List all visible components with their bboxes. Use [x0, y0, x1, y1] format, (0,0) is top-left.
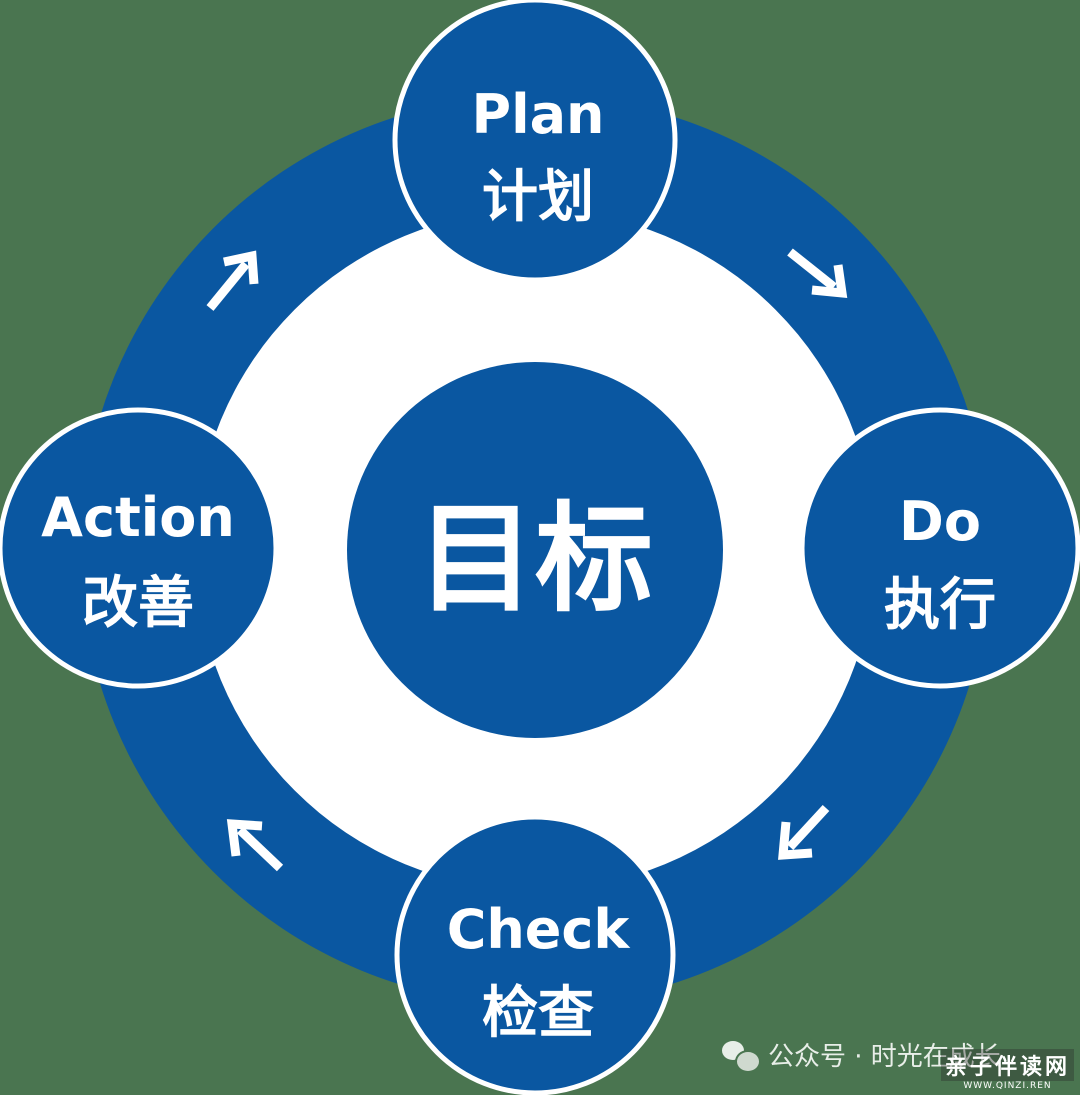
stage-do-en: Do — [899, 490, 981, 553]
stage-check: Check 检查 — [394, 814, 676, 1095]
stage-plan-en: Plan — [472, 83, 605, 146]
arrow-do-to-check-icon — [778, 804, 830, 860]
watermark: 公众号 · 时光在成长 — [722, 1036, 1001, 1073]
stage-plan-zh: 计划 — [482, 165, 594, 230]
stage-do: Do 执行 — [799, 407, 1080, 689]
stage-check-zh: 检查 — [482, 981, 594, 1046]
stage-action-zh: 改善 — [82, 571, 194, 636]
center-label: 目标 — [417, 490, 653, 628]
stage-do-zh: 执行 — [884, 573, 996, 638]
stage-action-en: Action — [41, 486, 235, 549]
arrow-check-to-action-icon — [226, 819, 284, 872]
site-name: 亲子伴读网 — [940, 1049, 1074, 1081]
site-url: WWW.QINZI.REN — [963, 1081, 1052, 1091]
center-circle — [347, 362, 723, 738]
stage-check-en: Check — [447, 898, 631, 961]
arrow-action-to-plan-icon — [206, 250, 259, 311]
arrow-plan-to-do-icon — [787, 248, 848, 299]
wechat-icon — [722, 1039, 761, 1073]
site-watermark: 亲子伴读网 WWW.QINZI.REN — [940, 1049, 1074, 1091]
stage-action: Action 改善 — [0, 407, 279, 689]
watermark-text: 公众号 · 时光在成长 — [768, 1042, 1001, 1072]
stage-plan: Plan 计划 — [392, 0, 678, 283]
